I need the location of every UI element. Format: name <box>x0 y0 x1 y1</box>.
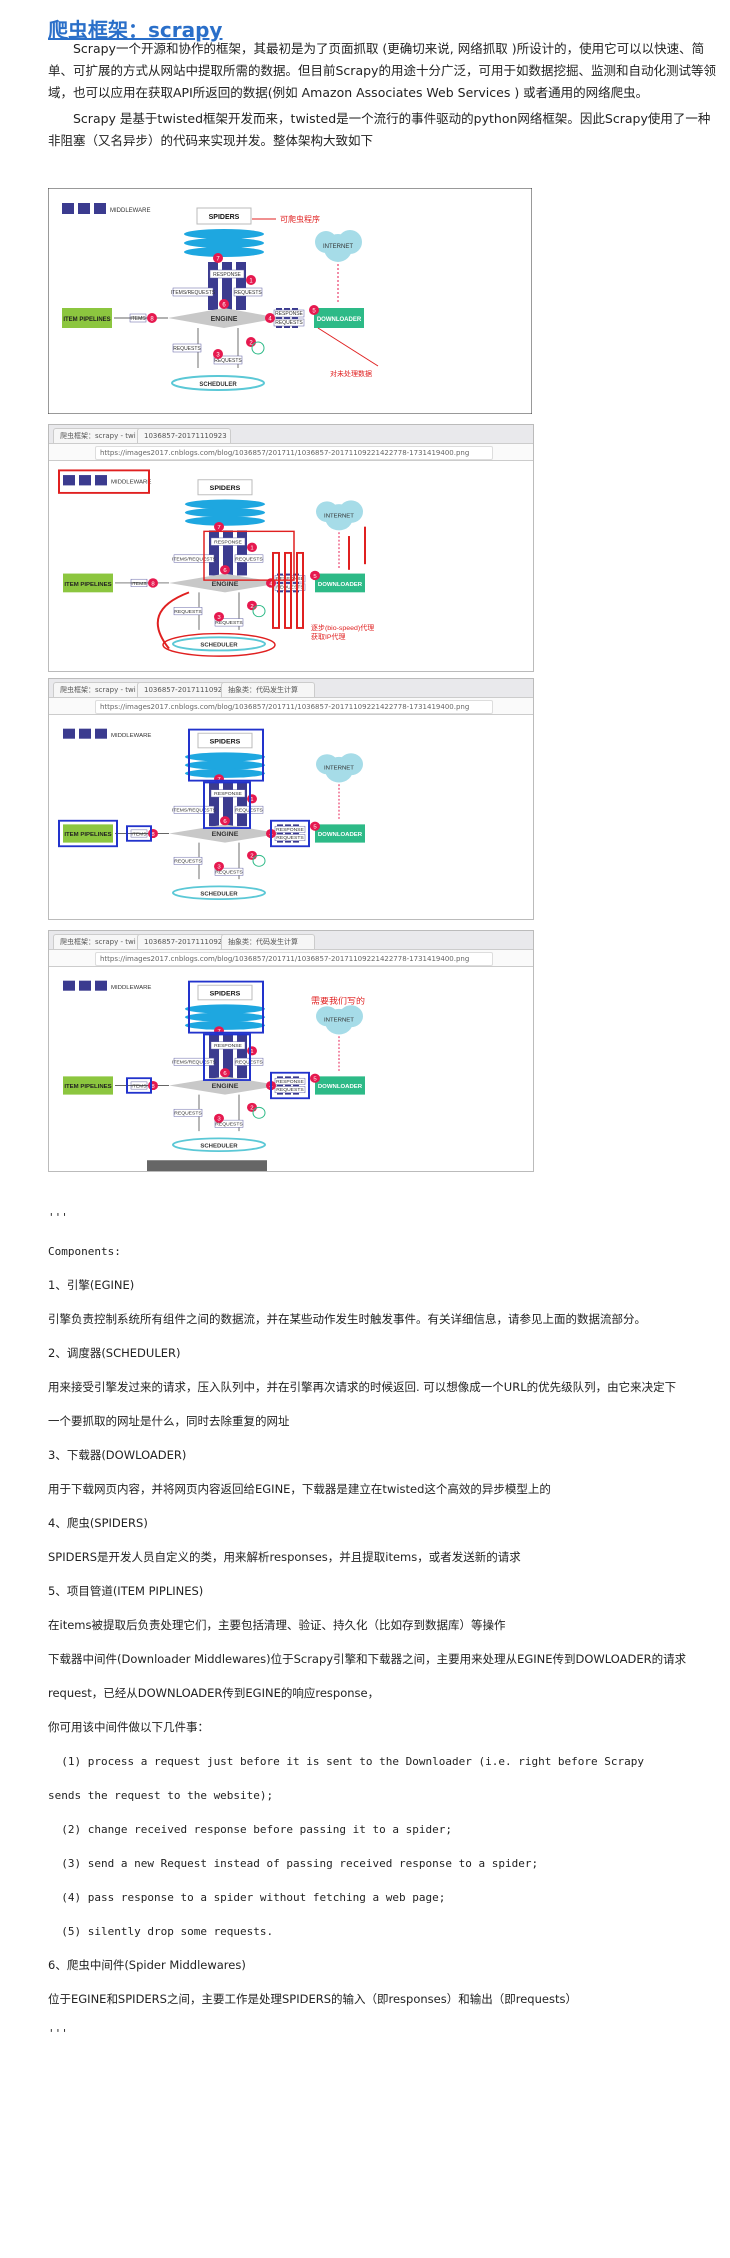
code-line: 用于下载网页内容，并将网页内容返回给EGINE，下载器是建立在twisted这个… <box>48 1482 551 1496</box>
browser-tab[interactable]: 1036857-20171110923 <box>137 682 231 697</box>
code-line: 一个要抓取的网址是什么，同时去除重复的网址 <box>48 1414 290 1428</box>
spider-note: 可爬虫程序 <box>280 214 320 224</box>
downloader-note: 对未处理数据 <box>330 369 372 378</box>
code-line: (2) change received response before pass… <box>48 1823 452 1836</box>
code-line: 你可用该中间件做以下几件事： <box>48 1720 209 1734</box>
code-line: (4) pass response to a spider without fe… <box>48 1891 446 1904</box>
address-bar[interactable]: https://images2017.cnblogs.com/blog/1036… <box>49 444 533 461</box>
url-field[interactable]: https://images2017.cnblogs.com/blog/1036… <box>95 700 493 714</box>
address-bar[interactable]: https://images2017.cnblogs.com/blog/1036… <box>49 698 533 715</box>
annotated-diagram-needs-writing: 需要我们写的 <box>62 979 366 1171</box>
code-line: 2、调度器(SCHEDULER) <box>48 1346 181 1360</box>
url-field[interactable]: https://images2017.cnblogs.com/blog/1036… <box>95 952 493 966</box>
architecture-diagram: 可爬虫程序 对未处理数据 <box>48 188 532 414</box>
architecture-image-3: 爬虫框架：scrapy - twi 1036857-20171110923 抽象… <box>48 678 534 920</box>
intro-paragraph-1: Scrapy一个开源和协作的框架，其最初是为了页面抓取 (更确切来说, 网络抓取… <box>48 41 716 100</box>
code-line: 6、爬虫中间件(Spider Middlewares) <box>48 1958 246 1972</box>
annotated-diagram-red: 逐步(bio-speed)代理 获取IP代理 <box>58 469 374 657</box>
browser-tab-bar: 爬虫框架：scrapy - twi 1036857-20171110923 <box>49 425 533 444</box>
code-line: 用来接受引擎发过来的请求，压入队列中，并在引擎再次请求的时候返回. 可以想像成一… <box>48 1380 677 1394</box>
architecture-image-2: 爬虫框架：scrapy - twi 1036857-20171110923 ht… <box>48 424 534 672</box>
code-quote: ''' <box>48 1211 68 1224</box>
url-field[interactable]: https://images2017.cnblogs.com/blog/1036… <box>95 446 493 460</box>
code-line: sends the request to the website); <box>48 1789 274 1802</box>
code-line: (1) process a request just before it is … <box>48 1755 645 1768</box>
code-line: SPIDERS是开发人员自定义的类，用来解析responses，并且提取item… <box>48 1550 521 1564</box>
code-quote: ''' <box>48 2027 68 2040</box>
code-block: ''' Components: 1、引擎(EGINE) 引擎负责控制系统所有组件… <box>48 1192 730 2059</box>
intro-paragraph-2: Scrapy 是基于twisted框架开发而来，twisted是一个流行的事件驱… <box>48 111 711 148</box>
code-line: 1、引擎(EGINE) <box>48 1278 135 1292</box>
browser-tab-bar: 爬虫框架：scrapy - twi 1036857-20171110923 抽象… <box>49 679 533 698</box>
code-line: (3) send a new Request instead of passin… <box>48 1857 539 1870</box>
browser-tab[interactable]: 爬虫框架：scrapy - twi <box>53 682 147 697</box>
browser-tab[interactable]: 爬虫框架：scrapy - twi <box>53 934 147 949</box>
red-note-1: 逐步(bio-speed)代理 <box>311 623 374 632</box>
code-line: 4、爬虫(SPIDERS) <box>48 1516 148 1530</box>
code-line: 在items被提取后负责处理它们，主要包括清理、验证、持久化（比如存到数据库）等… <box>48 1618 506 1632</box>
code-line: request，已经从DOWNLOADER传到EGINE的响应response， <box>48 1686 380 1700</box>
code-line: Components: <box>48 1245 121 1258</box>
browser-tab[interactable]: 1036857-20171110923 <box>137 428 231 443</box>
architecture-image-4: 爬虫框架：scrapy - twi 1036857-20171110923 抽象… <box>48 930 534 1172</box>
code-line: 5、项目管道(ITEM PIPLINES) <box>48 1584 204 1598</box>
browser-tab[interactable]: 抽象类：代码发生计算 <box>221 934 315 949</box>
code-line: 3、下载器(DOWLOADER) <box>48 1448 187 1462</box>
browser-tab[interactable]: 抽象类：代码发生计算 <box>221 682 315 697</box>
code-line: 位于EGINE和SPIDERS之间，主要工作是处理SPIDERS的输入（即res… <box>48 1992 577 2006</box>
needs-writing-note: 需要我们写的 <box>311 995 365 1005</box>
annotated-diagram-blue <box>58 727 366 901</box>
architecture-image-1: 可爬虫程序 对未处理数据 <box>48 188 532 414</box>
code-line: 下载器中间件(Downloader Middlewares)位于Scrapy引擎… <box>48 1652 687 1666</box>
article-title[interactable]: 爬虫框架：scrapy <box>48 18 223 42</box>
browser-tab[interactable]: 爬虫框架：scrapy - twi <box>53 428 147 443</box>
code-line: 引擎负责控制系统所有组件之间的数据流，并在某些动作发生时触发事件。有关详细信息，… <box>48 1312 646 1326</box>
browser-tab[interactable]: 1036857-20171110923 <box>137 934 231 949</box>
address-bar[interactable]: https://images2017.cnblogs.com/blog/1036… <box>49 950 533 967</box>
code-line: (5) silently drop some requests. <box>48 1925 274 1938</box>
red-note-2: 获取IP代理 <box>311 632 346 641</box>
browser-tab-bar: 爬虫框架：scrapy - twi 1036857-20171110923 抽象… <box>49 931 533 950</box>
